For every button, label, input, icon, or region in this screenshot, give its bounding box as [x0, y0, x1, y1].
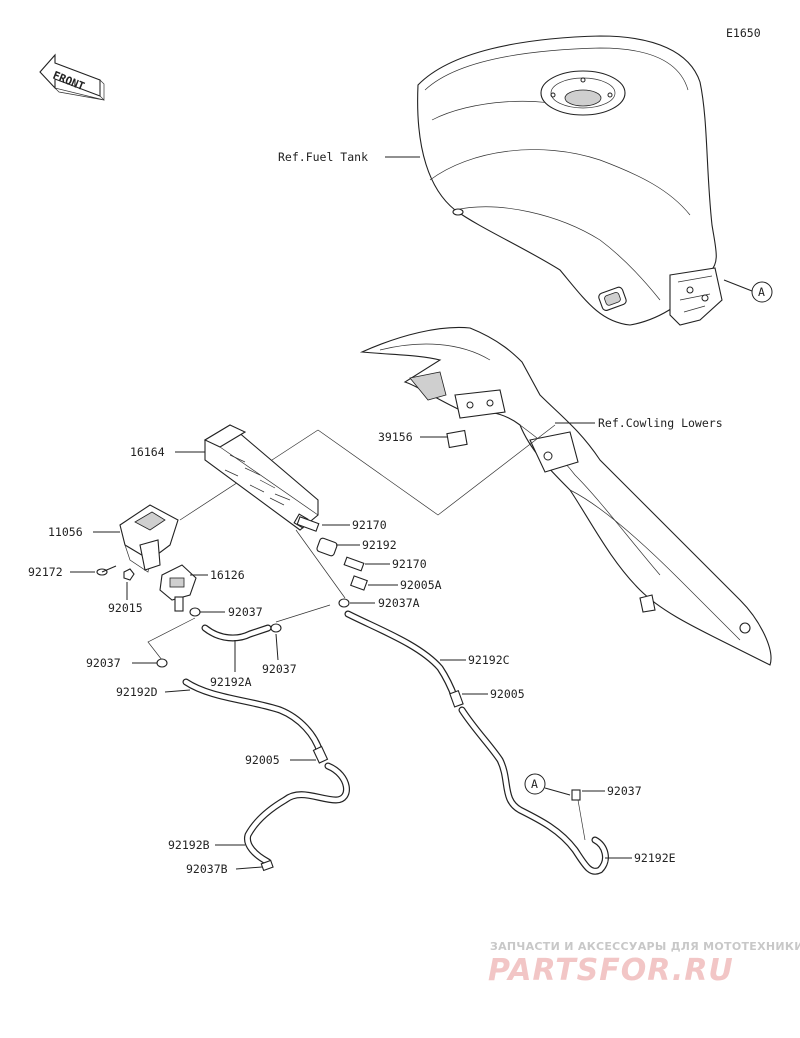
label-92005-left: 92005 — [245, 753, 280, 767]
clamp-92037-top — [189, 607, 201, 617]
label-92037-right: 92037 — [607, 784, 642, 798]
label-92170-top: 92170 — [352, 518, 387, 532]
label-92172: 92172 — [28, 565, 63, 579]
fitting-92170-top — [296, 516, 320, 532]
watermark-logo: PARTSFOR.RU — [488, 953, 734, 988]
clip-92037B — [260, 859, 274, 872]
fitting-92170-bottom — [343, 556, 365, 572]
clamp-92037-right — [571, 789, 581, 801]
watermark-tagline: ЗАПЧАСТИ И АКСЕССУАРЫ ДЛЯ МОТОТЕХНИКИ — [490, 940, 800, 953]
ref-cowling-lowers-label: Ref.Cowling Lowers — [598, 416, 723, 430]
label-92037A: 92037A — [378, 596, 420, 610]
valve-16126 — [159, 564, 197, 612]
label-39156: 39156 — [378, 430, 413, 444]
fuel-tank — [417, 35, 723, 326]
label-92192B: 92192B — [168, 838, 210, 852]
label-92037-mid: 92037 — [262, 662, 297, 676]
hose-92192 — [316, 537, 338, 557]
label-92192A: 92192A — [210, 675, 252, 689]
label-92005A: 92005A — [400, 578, 442, 592]
label-92192D: 92192D — [116, 685, 158, 699]
fitting-92005A — [350, 575, 368, 591]
clamp-92037-mid — [270, 623, 282, 633]
clamp-92037A — [338, 598, 350, 608]
label-92170-bottom: 92170 — [392, 557, 427, 571]
leader-frame — [317, 424, 556, 516]
bracket-11056 — [119, 504, 179, 573]
label-92192C: 92192C — [468, 653, 510, 667]
ref-a-label-bottom: A — [531, 777, 538, 791]
label-11056: 11056 — [48, 525, 83, 539]
nut-92015 — [123, 568, 135, 581]
label-92005-right: 92005 — [490, 687, 525, 701]
diagram-code: E1650 — [726, 26, 761, 40]
label-92192: 92192 — [362, 538, 397, 552]
label-16164: 16164 — [130, 445, 165, 459]
hose-92192C — [344, 610, 459, 702]
label-92192E: 92192E — [634, 851, 676, 865]
label-92015: 92015 — [108, 601, 143, 615]
cowling-lower — [359, 326, 772, 666]
fitting-92005-left — [312, 745, 329, 764]
ref-a-circle-top — [751, 281, 773, 303]
front-arrow-icon: FRONT — [39, 53, 105, 101]
ref-a-label-top: A — [758, 285, 765, 299]
label-92037-left: 92037 — [86, 656, 121, 670]
bolt-92172 — [96, 565, 117, 576]
ref-a-circle-bottom — [524, 773, 546, 795]
clamp-92037-left — [156, 658, 168, 668]
label-92037-top: 92037 — [228, 605, 263, 619]
label-92037B: 92037B — [186, 862, 228, 876]
label-16126: 16126 — [210, 568, 245, 582]
ref-fuel-tank-label: Ref.Fuel Tank — [278, 150, 368, 164]
fitting-92005-right — [449, 690, 464, 708]
part-39156 — [446, 429, 468, 449]
